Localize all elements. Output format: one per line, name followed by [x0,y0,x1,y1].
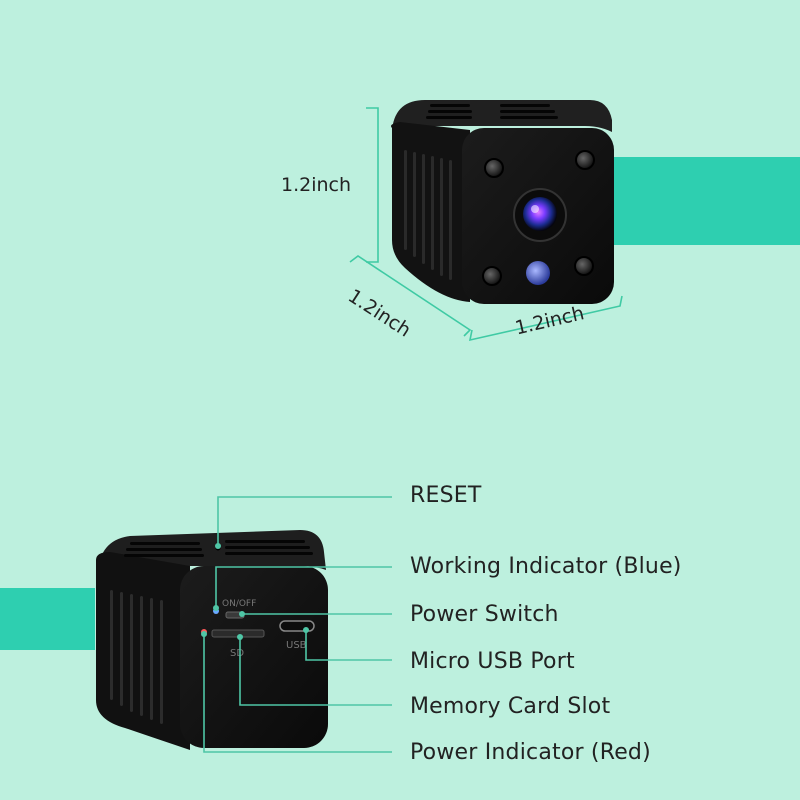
callout-reset: RESET [410,483,482,508]
callout-leader-lines [203,496,392,753]
rear-side-vents [110,590,163,724]
leader-memory-card [239,637,392,706]
light-sensor-icon [526,261,550,285]
sd-marking: SD [230,648,244,659]
accent-band-top [610,157,800,245]
ir-led-top-left [484,158,504,178]
camera-front-view [391,100,614,304]
side-vents [404,150,452,280]
switch-marking: ON/OFF [222,599,256,609]
leader-working-indicator [215,566,392,608]
leader-dots [201,543,309,640]
usb-marking: USB [286,640,307,651]
camera-side-face [391,122,470,302]
top-vents [426,104,558,119]
depth-dimension-line [349,255,472,337]
height-dimension-line [366,107,379,263]
ir-led-top-right [575,150,595,170]
accent-band-bottom [0,588,95,650]
dimension-lines [349,107,623,342]
callout-power-indicator: Power Indicator (Red) [410,740,651,765]
ir-led-bottom-right [574,256,594,276]
ir-led-bottom-left [482,266,502,286]
callout-working-indicator: Working Indicator (Blue) [410,554,682,579]
leader-micro-usb [305,630,392,661]
leader-power-indicator [203,634,392,753]
callout-micro-usb-port: Micro USB Port [410,649,575,674]
leader-reset [217,496,392,546]
rear-top-vents [124,540,313,557]
callout-memory-card-slot: Memory Card Slot [410,694,611,719]
width-dimension-line [468,295,623,342]
height-dimension-label: 1.2inch [281,174,352,196]
camera-rear-view: ON/OFF SD USB [96,530,328,750]
lens-glint [531,205,539,213]
camera-lens-icon [523,197,557,231]
callout-power-switch: Power Switch [410,602,559,627]
